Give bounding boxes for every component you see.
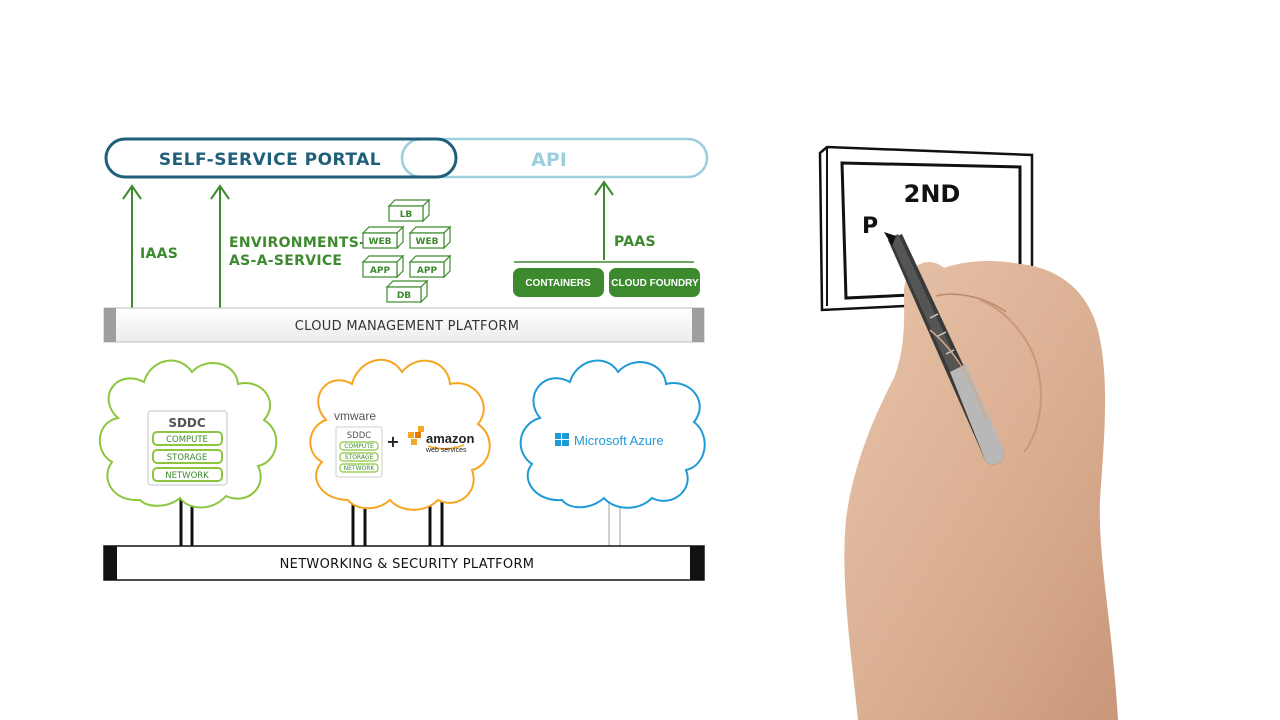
environments-label-line1: ENVIRONMENTS-: [229, 235, 365, 251]
hand-holding-marker-icon: [844, 232, 1118, 720]
vmware-aws-cloud: vmware SDDC COMPUTE STORAGE NETWORK + am…: [309, 358, 491, 511]
cloud-foundry-pill: CLOUD FOUNDRY: [609, 268, 700, 297]
api-label: API: [531, 149, 567, 171]
db-box: DB: [385, 279, 429, 304]
containers-label: CONTAINERS: [525, 278, 591, 289]
sign-line-2: P: [862, 214, 878, 239]
aws-cubes-icon: [408, 426, 424, 445]
self-service-portal-oval: SELF-SERVICE PORTAL: [104, 137, 458, 179]
containers-pill: CONTAINERS: [513, 268, 604, 297]
networking-security-platform-label: NETWORKING & SECURITY PLATFORM: [280, 557, 535, 572]
microsoft-azure-label: Microsoft Azure: [574, 433, 664, 448]
vmware-compute-label: COMPUTE: [344, 443, 374, 450]
amazon-sub-label: web services: [425, 447, 467, 454]
web-box-2: WEB: [408, 225, 452, 250]
vmware-network-label: NETWORK: [344, 465, 376, 472]
paas-arrow: [594, 180, 614, 260]
vmware-sddc-title: SDDC: [347, 431, 371, 441]
api-oval: API: [400, 137, 709, 179]
vmware-brand: vmware: [334, 409, 376, 423]
network-layer: [152, 467, 223, 482]
iaas-arrow: [122, 184, 142, 308]
web-label-1: WEB: [369, 237, 392, 247]
sddc-title: SDDC: [168, 416, 206, 430]
environments-label-line2: AS-A-SERVICE: [229, 253, 342, 269]
azure-cloud: Microsoft Azure: [519, 359, 706, 509]
sign-line-1: 2ND: [904, 180, 961, 208]
plus-sign: +: [386, 432, 399, 451]
application-stack: LB WEB WEB APP APP: [361, 198, 452, 304]
amazon-label: amazon: [426, 431, 474, 446]
vmware-storage-label: STORAGE: [345, 454, 374, 461]
lb-label: LB: [400, 210, 413, 220]
app-box-1: APP: [361, 254, 405, 279]
cloud-management-platform-label: CLOUD MANAGEMENT PLATFORM: [295, 319, 519, 334]
paas-label: PAAS: [614, 234, 656, 250]
marker-pen: [884, 232, 1005, 465]
private-cloud: SDDC COMPUTE STORAGE NETWORK: [98, 359, 278, 509]
windows-logo-icon: [555, 433, 569, 446]
compute-layer: [152, 431, 223, 446]
sddc-panel: [147, 410, 228, 486]
web-box-1: WEB: [361, 225, 405, 250]
self-service-portal-label: SELF-SERVICE PORTAL: [159, 150, 381, 170]
cloud-foundry-label: CLOUD FOUNDRY: [611, 278, 699, 289]
app-label-1: APP: [370, 266, 391, 276]
environments-arrow: [210, 184, 230, 308]
app-box-2: APP: [408, 254, 452, 279]
cloud-management-platform-bar: CLOUD MANAGEMENT PLATFORM: [103, 307, 705, 343]
storage-layer: [152, 449, 223, 464]
storage-label: STORAGE: [167, 453, 207, 463]
lb-box: LB: [387, 198, 431, 223]
web-label-2: WEB: [416, 237, 439, 247]
networking-security-platform-bar: NETWORKING & SECURITY PLATFORM: [103, 545, 705, 581]
iaas-label: IAAS: [140, 246, 178, 262]
network-label: NETWORK: [165, 471, 209, 481]
amazon-smile: [427, 444, 465, 450]
compute-label: COMPUTE: [166, 435, 208, 445]
db-label: DB: [397, 291, 411, 301]
app-label-2: APP: [417, 266, 438, 276]
